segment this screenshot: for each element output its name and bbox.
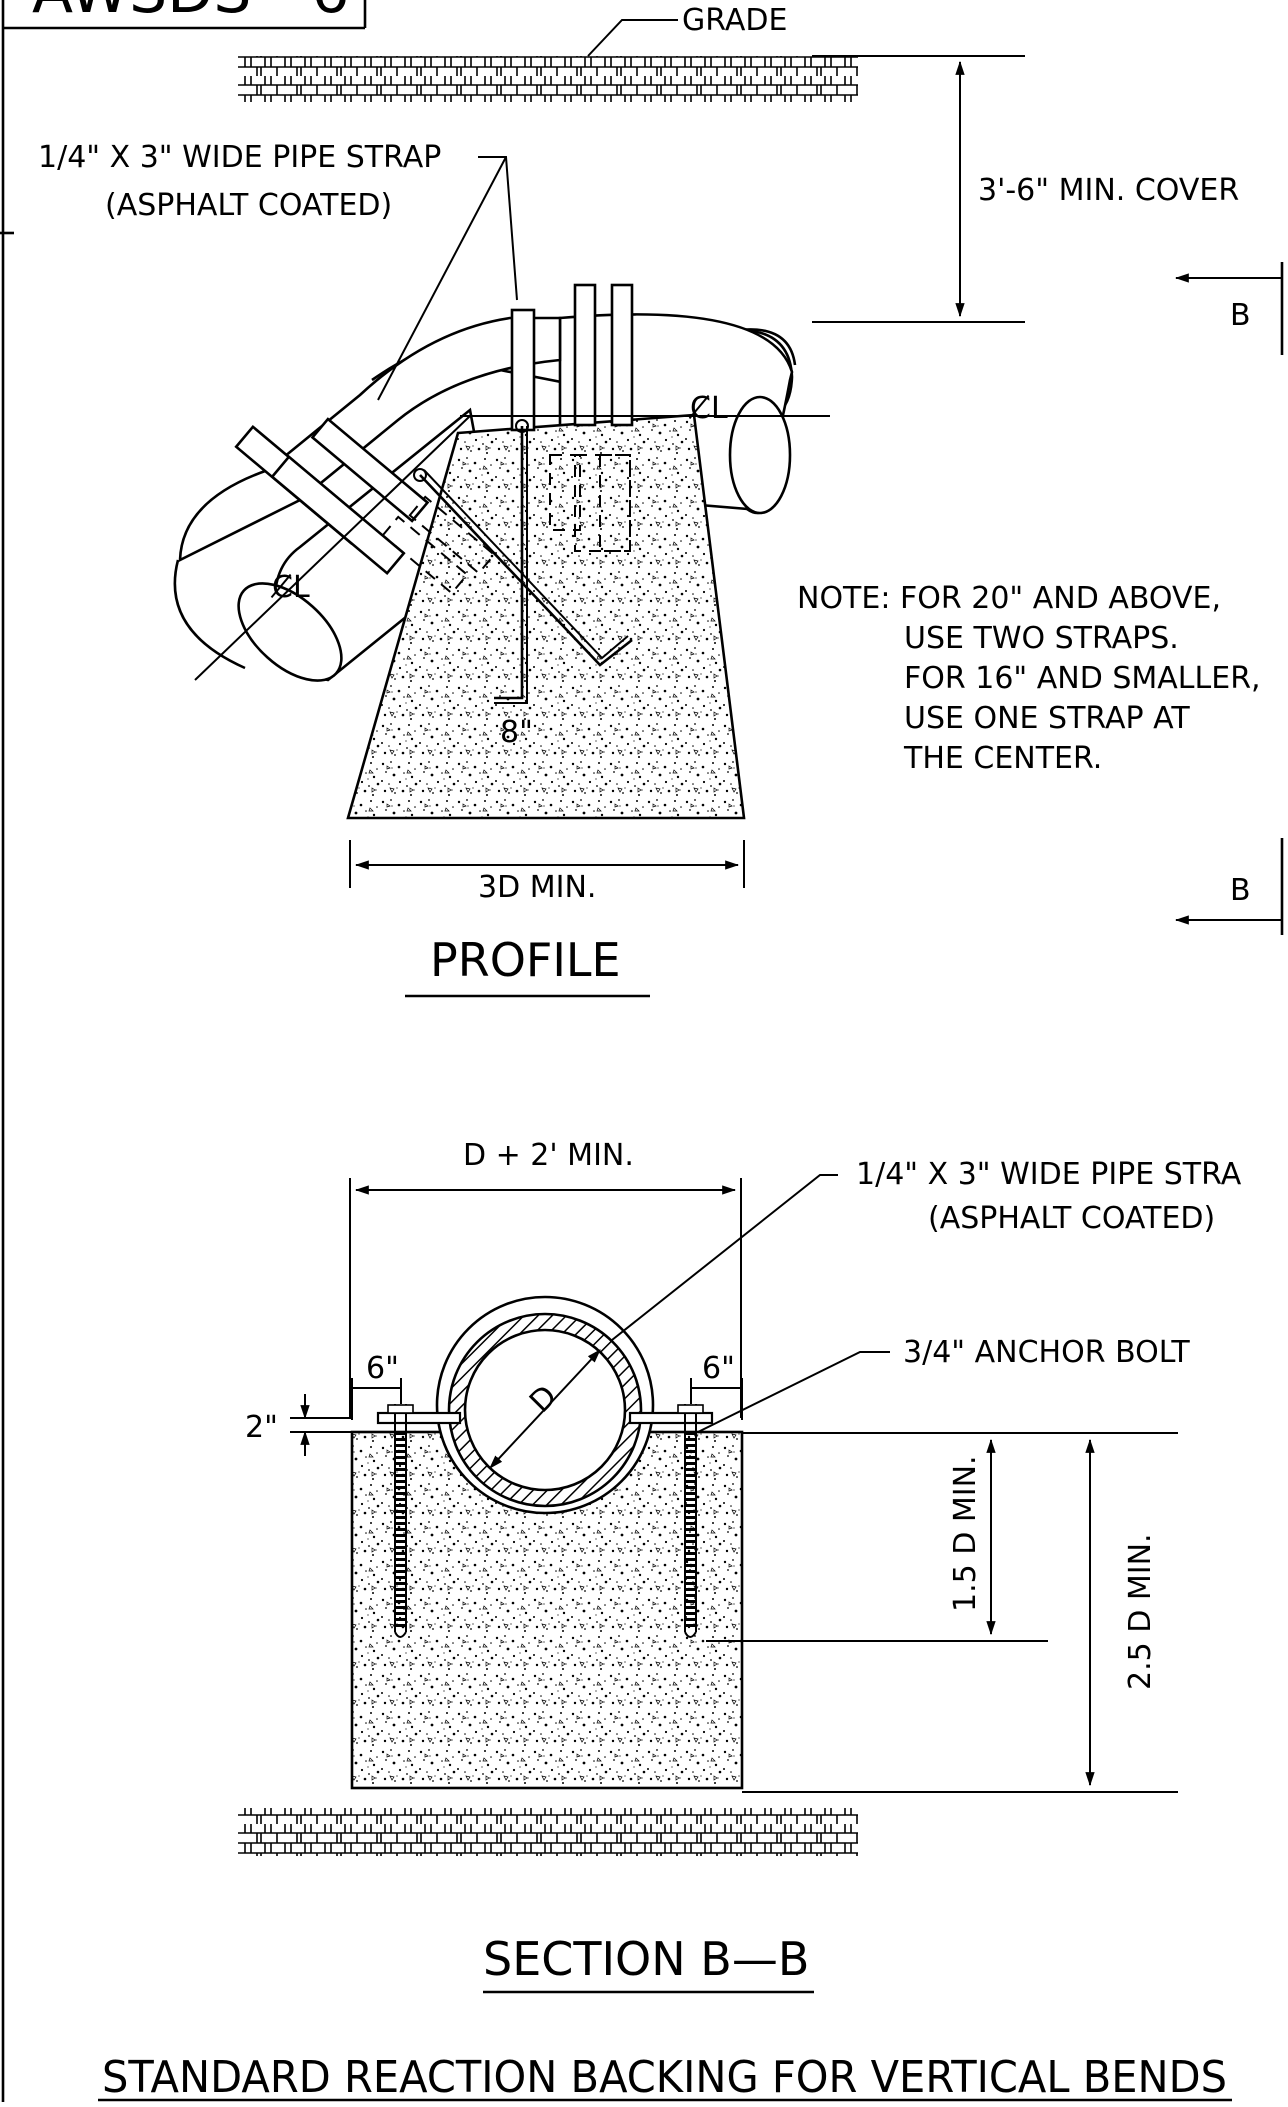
depth-inner-label: 1.5 D MIN. [948,1455,983,1612]
centerline-inclined [194,415,471,681]
section-view: D + 2' MIN. D 6" [238,1138,1242,1994]
anchor-bolt-right [677,1404,704,1638]
pipe-end-left [237,582,343,682]
profile-view: GRADE 3'-6" MIN. COVER B B [38,3,1284,998]
anchor-label: 3/4" ANCHOR BOLT [903,1335,1190,1370]
sheet-code: AWSDS - 6 [32,0,349,27]
note-line-3: FOR 16" AND SMALLER, [904,661,1261,696]
anchor-bolt-inclined [419,474,633,667]
strap-leader-b [377,156,507,401]
profile-title: PROFILE [430,933,621,987]
cover-label: 3'-6" MIN. COVER [978,173,1239,208]
left-offset-label: 6" [366,1351,399,1386]
strap-flange-left [376,1411,462,1425]
note-line-5: THE CENTER. [903,741,1102,776]
grade-leader [587,19,678,57]
sheet-title: STANDARD REACTION BACKING FOR VERTICAL B… [102,2052,1227,2102]
section-mark-bottom: B [1230,873,1251,908]
projection-label: 2" [245,1410,278,1445]
section-strap-leader [611,1174,838,1341]
right-offset-label: 6" [702,1351,735,1386]
anchor-leader [697,1351,890,1433]
section-strap-line2: (ASPHALT COATED) [928,1201,1215,1236]
strap-leader-a [478,156,518,301]
section-mark-top: B [1230,298,1251,333]
grade-label: GRADE [682,3,787,38]
section-width-label: D + 2' MIN. [463,1138,634,1173]
sheet-frame [0,0,367,2102]
bolt-length-label: 8" [500,715,533,750]
strap-flange-right [628,1411,714,1425]
profile-width-label: 3D MIN. [478,870,596,905]
note-line-2: USE TWO STRAPS. [904,621,1179,656]
profile-couplings-horizontal [510,283,634,552]
grade-ground [238,56,858,102]
diameter-dimension [489,1349,601,1469]
strap-label-line1: 1/4" X 3" WIDE PIPE STRAP [38,140,441,175]
centerline-mark-inclined: C̸L [270,570,310,605]
section-title: SECTION B—B [483,1932,809,1986]
anchor-bolt-vertical [494,426,524,700]
section-ground [238,1808,858,1856]
note-block: NOTE: FOR 20" AND ABOVE, USE TWO STRAPS.… [797,581,1261,776]
section-strap-line1: 1/4" X 3" WIDE PIPE STRA [856,1157,1242,1192]
anchor-bolt-left [387,1404,414,1638]
centerline-mark-horizontal: C̸L [688,391,728,426]
note-line-4: USE ONE STRAP AT [904,701,1190,736]
strap-label-line2: (ASPHALT COATED) [105,188,392,223]
depth-outer-label: 2.5 D MIN. [1123,1533,1158,1690]
note-line-1: NOTE: FOR 20" AND ABOVE, [797,581,1221,616]
profile-couplings-inclined [234,417,496,595]
